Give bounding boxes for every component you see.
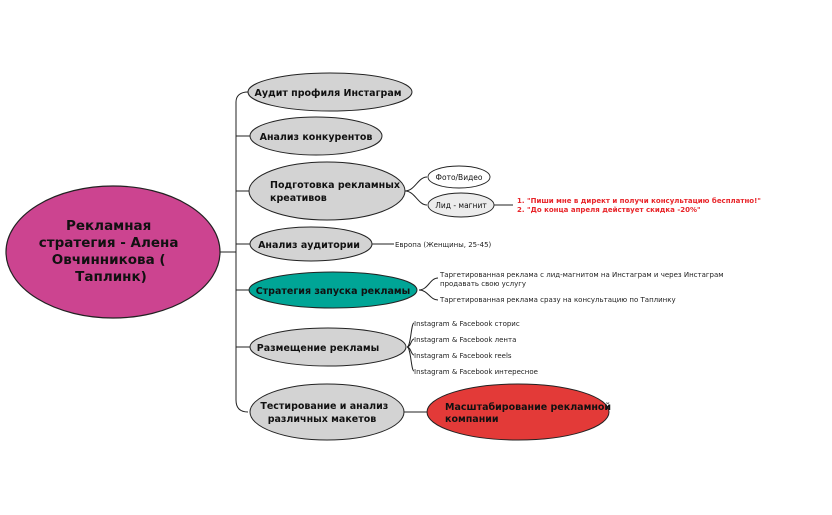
lead-note: 1. "Пиши мне в директ и получи консульта… bbox=[517, 197, 761, 205]
placement-items: Instagram & Facebook сторис Instagram & … bbox=[414, 320, 538, 376]
branch-label: Анализ аудитории bbox=[258, 240, 360, 251]
branch-label: Аудит профиля Инстаграм bbox=[254, 88, 401, 99]
audience-note: Европа (Женщины, 25-45) bbox=[395, 241, 492, 249]
root-line: Овчинникова ( bbox=[52, 252, 166, 268]
node-lead-magnet[interactable]: Лид - магнит bbox=[427, 192, 495, 218]
branch-testing[interactable]: Тестирование и анализ различных макетов bbox=[249, 383, 405, 441]
placement-item: Instagram & Facebook сторис bbox=[414, 320, 520, 328]
branch-label: различных макетов bbox=[268, 414, 377, 425]
root-node[interactable]: Рекламная стратегия - Алена Овчинникова … bbox=[5, 185, 221, 319]
root-line: Рекламная bbox=[66, 218, 151, 234]
lead-note: 2. "До конца апреля действует скидка -20… bbox=[517, 206, 701, 214]
branch-audit[interactable]: Аудит профиля Инстаграм bbox=[247, 72, 413, 112]
node-scaling[interactable]: Масштабирование рекламной компании bbox=[426, 383, 614, 441]
branch-audience[interactable]: Анализ аудитории bbox=[249, 226, 373, 262]
node-label: Лид - магнит bbox=[435, 201, 487, 210]
connectors bbox=[218, 91, 513, 413]
branch-label: Анализ конкурентов bbox=[260, 132, 373, 143]
launch-note: Таргетированная реклама сразу на консуль… bbox=[439, 296, 676, 304]
branch-label: креативов bbox=[270, 193, 327, 204]
svg-text:Рекламная стратегия - Ал: Рекламная стратегия - Алена Овчинникова … bbox=[39, 218, 183, 285]
node-label: Масштабирование рекламной bbox=[445, 402, 611, 413]
placement-item: Instagram & Facebook лента bbox=[414, 336, 516, 344]
branch-placement[interactable]: Размещение рекламы bbox=[249, 327, 407, 367]
root-line: Таплинк) bbox=[75, 269, 147, 285]
branch-launch[interactable]: Стратегия запуска рекламы bbox=[248, 271, 418, 309]
launch-notes: Таргетированная реклама с лид-магнитом н… bbox=[439, 271, 726, 304]
placement-item: Instagram & Facebook reels bbox=[414, 352, 512, 360]
svg-text:Тестирование и анализ ра: Тестирование и анализ различных макетов bbox=[260, 401, 391, 425]
node-photo-video[interactable]: Фото/Видео bbox=[427, 165, 491, 189]
lead-notes: 1. "Пиши мне в директ и получи консульта… bbox=[517, 197, 761, 214]
placement-item: Instagram & Facebook интересное bbox=[414, 368, 538, 376]
branch-label: Подготовка рекламных bbox=[270, 180, 400, 191]
node-label: Фото/Видео bbox=[436, 173, 483, 182]
branch-label: Стратегия запуска рекламы bbox=[256, 286, 411, 297]
svg-text:Подготовка рекламных кре: Подготовка рекламных креативов bbox=[270, 180, 403, 204]
svg-text:Таргетированная реклама с лид-: Таргетированная реклама с лид-магнитом н… bbox=[439, 271, 726, 288]
root-line: стратегия - Алена bbox=[39, 235, 179, 251]
branch-creatives[interactable]: Подготовка рекламных креативов bbox=[248, 161, 406, 221]
svg-text:Масштабирование рекламной: Масштабирование рекламной компании bbox=[445, 402, 614, 425]
branch-label: Тестирование и анализ bbox=[260, 401, 388, 412]
node-label: компании bbox=[445, 414, 499, 425]
branch-label: Размещение рекламы bbox=[257, 343, 379, 354]
branch-competitors[interactable]: Анализ конкурентов bbox=[249, 116, 383, 156]
launch-note: Таргетированная реклама с лид-магнитом н… bbox=[439, 271, 724, 279]
launch-note: продавать свою услугу bbox=[440, 280, 526, 288]
